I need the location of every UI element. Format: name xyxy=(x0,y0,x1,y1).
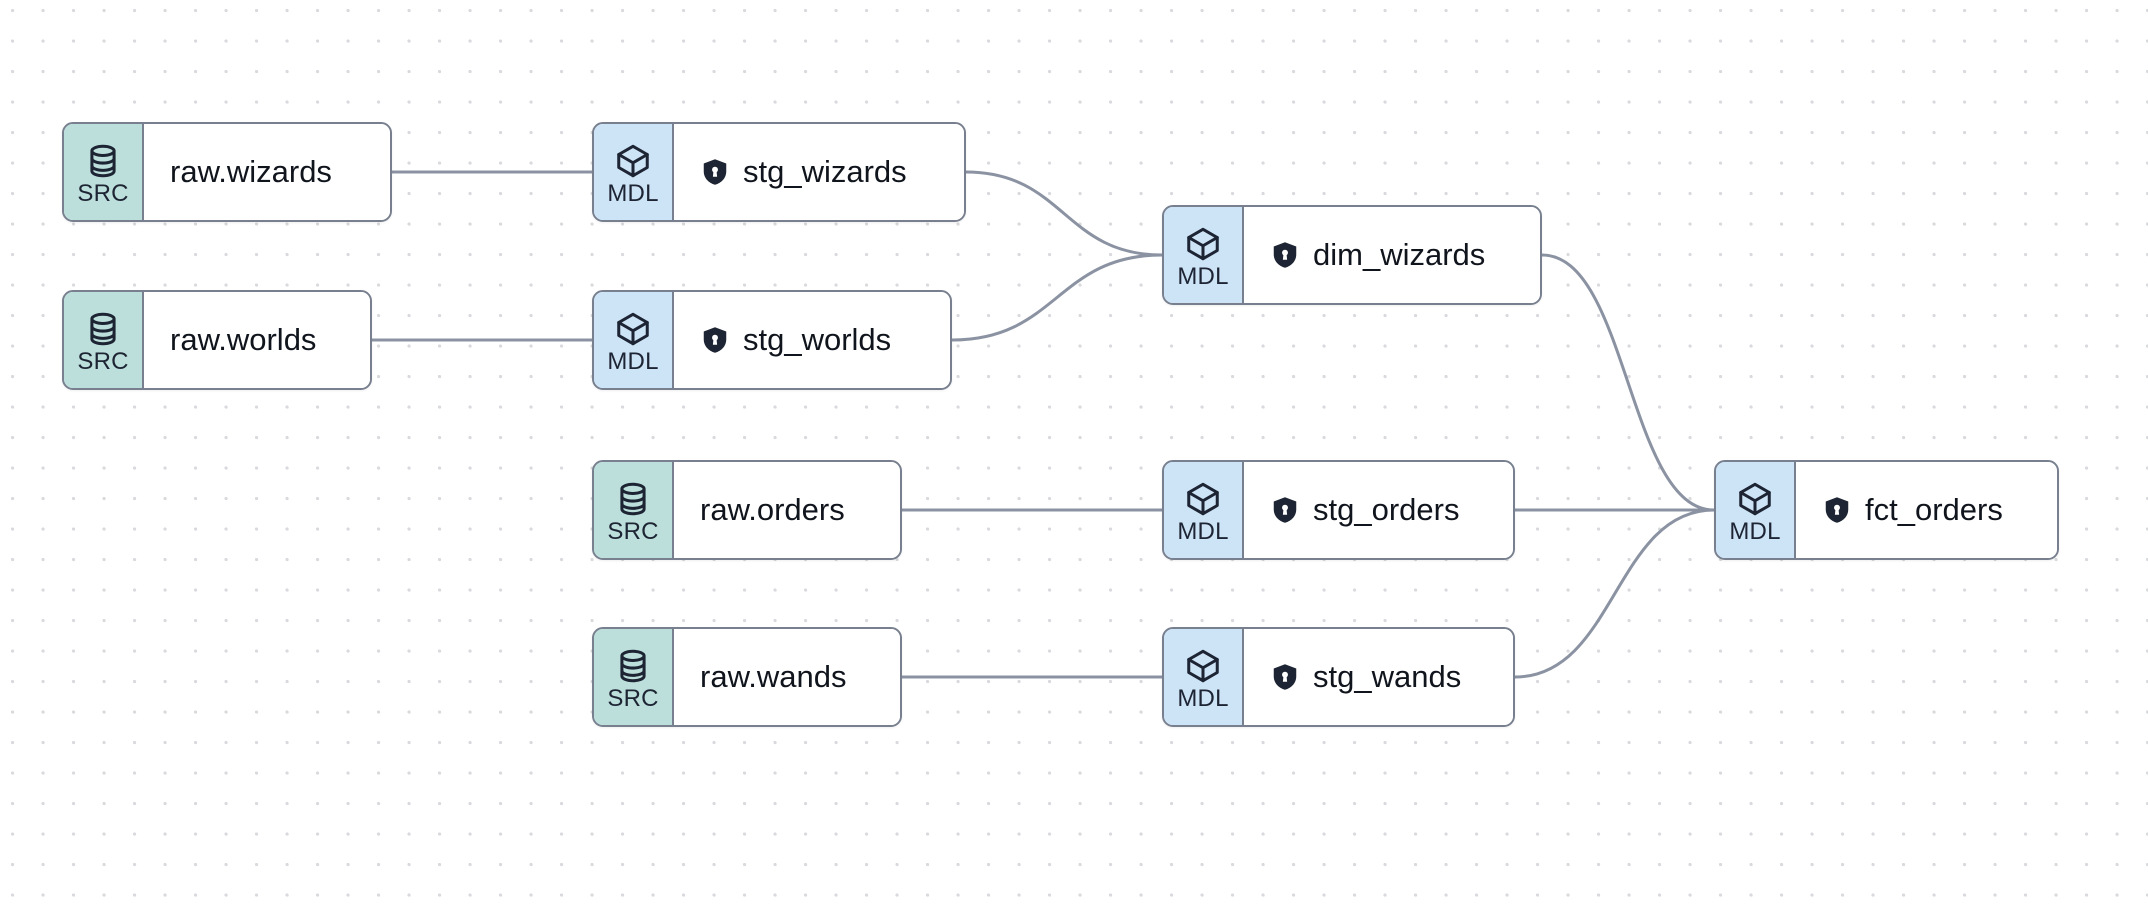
database-icon xyxy=(84,142,122,180)
node-body[interactable]: raw.wizards xyxy=(144,124,390,220)
database-icon xyxy=(614,480,652,518)
lineage-node-raw_worlds[interactable]: SRC raw.worlds xyxy=(62,290,372,390)
node-kind-label: MDL xyxy=(1177,517,1229,545)
lineage-node-stg_wands[interactable]: MDL stg_wands xyxy=(1162,627,1515,727)
cube-icon xyxy=(614,310,652,348)
lineage-node-raw_wizards[interactable]: SRC raw.wizards xyxy=(62,122,392,222)
lineage-edge xyxy=(950,253,1164,342)
lineage-node-stg_worlds[interactable]: MDL stg_worlds xyxy=(592,290,952,390)
node-kind-badge: MDL xyxy=(1164,629,1244,725)
cube-icon xyxy=(1184,225,1222,263)
node-label: raw.wands xyxy=(700,659,847,694)
database-icon xyxy=(614,647,652,685)
node-label: stg_orders xyxy=(1313,492,1460,527)
node-kind-badge: SRC xyxy=(64,124,144,220)
node-kind-label: SRC xyxy=(607,684,659,712)
node-label: raw.orders xyxy=(700,492,845,527)
node-label: dim_wizards xyxy=(1313,237,1486,272)
lineage-node-dim_wizards[interactable]: MDL dim_wizards xyxy=(1162,205,1542,305)
node-kind-badge: SRC xyxy=(64,292,144,388)
lineage-edge xyxy=(1540,253,1716,512)
node-body[interactable]: stg_orders xyxy=(1244,462,1513,558)
node-kind-label: MDL xyxy=(607,179,659,207)
node-kind-label: MDL xyxy=(1177,262,1229,290)
node-kind-label: MDL xyxy=(1177,684,1229,712)
node-kind-label: MDL xyxy=(1729,517,1781,545)
node-label: fct_orders xyxy=(1865,492,2003,527)
node-kind-label: SRC xyxy=(607,517,659,545)
shield-lock-icon xyxy=(1822,495,1852,525)
database-icon xyxy=(84,310,122,348)
node-label: stg_wands xyxy=(1313,659,1462,694)
node-kind-badge: MDL xyxy=(594,292,674,388)
shield-lock-icon xyxy=(1270,240,1300,270)
node-kind-badge: MDL xyxy=(1164,462,1244,558)
node-kind-badge: MDL xyxy=(594,124,674,220)
node-kind-label: SRC xyxy=(77,179,129,207)
lineage-edge xyxy=(1513,508,1716,679)
node-kind-badge: MDL xyxy=(1716,462,1796,558)
node-label: raw.worlds xyxy=(170,322,317,357)
node-body[interactable]: stg_worlds xyxy=(674,292,950,388)
lineage-edge xyxy=(964,170,1164,257)
lineage-node-fct_orders[interactable]: MDL fct_orders xyxy=(1714,460,2059,560)
cube-icon xyxy=(614,142,652,180)
shield-lock-icon xyxy=(700,325,730,355)
node-kind-badge: MDL xyxy=(1164,207,1244,303)
shield-lock-icon xyxy=(1270,495,1300,525)
cube-icon xyxy=(1184,480,1222,518)
lineage-node-stg_orders[interactable]: MDL stg_orders xyxy=(1162,460,1515,560)
node-body[interactable]: stg_wizards xyxy=(674,124,964,220)
node-body[interactable]: raw.orders xyxy=(674,462,900,558)
node-body[interactable]: stg_wands xyxy=(1244,629,1513,725)
node-body[interactable]: fct_orders xyxy=(1796,462,2057,558)
shield-lock-icon xyxy=(1270,662,1300,692)
node-label: stg_worlds xyxy=(743,322,892,357)
node-kind-label: MDL xyxy=(607,347,659,375)
node-kind-badge: SRC xyxy=(594,462,674,558)
node-body[interactable]: raw.worlds xyxy=(144,292,370,388)
node-kind-badge: SRC xyxy=(594,629,674,725)
lineage-node-raw_orders[interactable]: SRC raw.orders xyxy=(592,460,902,560)
cube-icon xyxy=(1184,647,1222,685)
node-body[interactable]: raw.wands xyxy=(674,629,900,725)
cube-icon xyxy=(1736,480,1774,518)
node-kind-label: SRC xyxy=(77,347,129,375)
shield-lock-icon xyxy=(700,157,730,187)
lineage-node-raw_wands[interactable]: SRC raw.wands xyxy=(592,627,902,727)
lineage-node-stg_wizards[interactable]: MDL stg_wizards xyxy=(592,122,966,222)
node-label: stg_wizards xyxy=(743,154,907,189)
node-label: raw.wizards xyxy=(170,154,332,189)
node-body[interactable]: dim_wizards xyxy=(1244,207,1540,303)
